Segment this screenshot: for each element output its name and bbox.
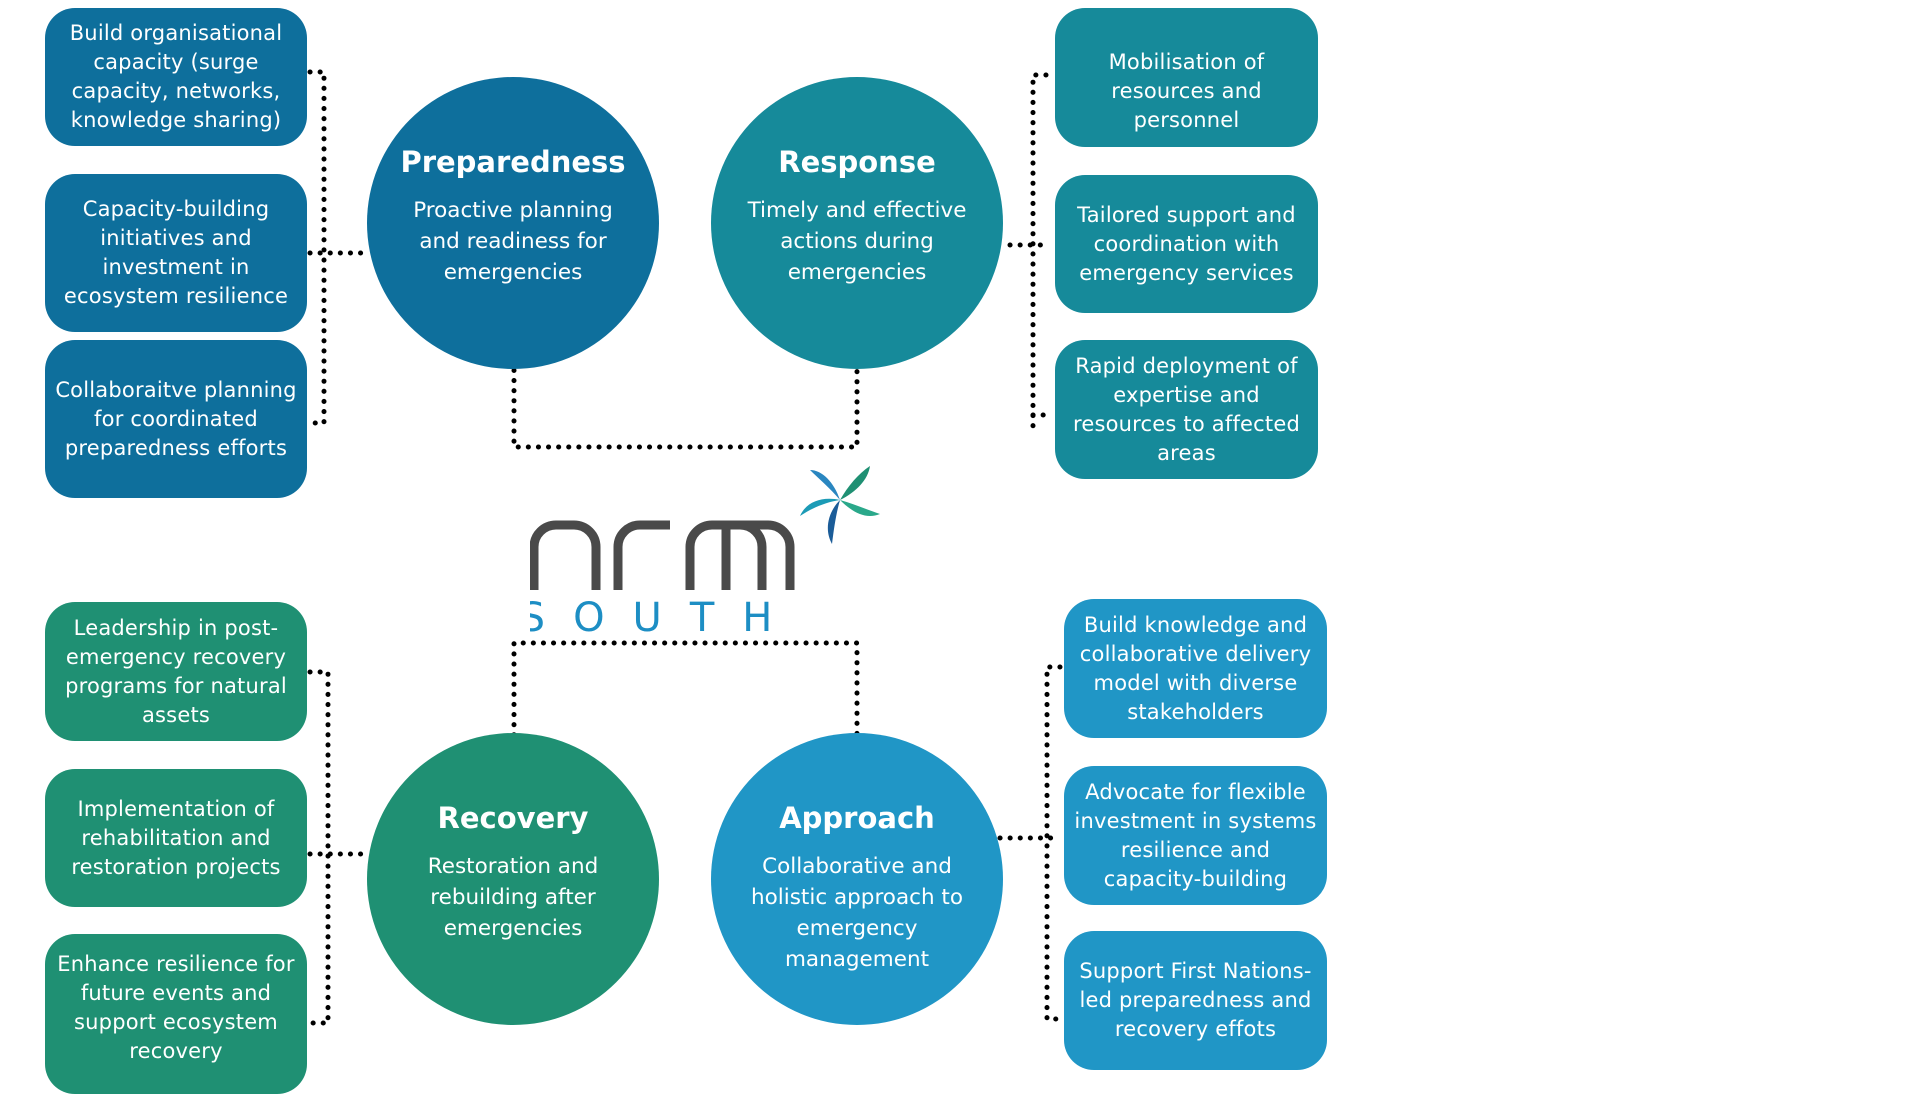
nrm-south-logo: SOUTH [520,455,890,641]
approach-bracket [1044,664,1063,1022]
recovery-description: Restoration and rebuilding after emergen… [427,854,599,941]
top-loop-connector [511,327,860,450]
flower-icon [800,466,880,544]
preparedness-title: Preparedness [400,145,626,179]
preparedness-item: Collaboraitve planning for coordinated p… [45,340,307,498]
recovery-item: Leadership in post-emergency recovery pr… [45,602,307,741]
response-circle: Response Timely and effective actions du… [711,77,1003,369]
preparedness-item: Capacity-building initiatives and invest… [45,174,307,332]
logo-south-text: SOUTH [530,595,800,635]
preparedness-item: Build organisational capacity (surge cap… [45,8,307,146]
bottom-loop-connector [511,640,860,758]
response-bracket [1030,72,1049,430]
response-description: Timely and effective actions during emer… [747,198,967,285]
recovery-bracket [307,669,331,1026]
preparedness-description: Proactive planning and readiness for eme… [413,198,613,285]
response-item: Rapid deployment of expertise and resour… [1055,340,1318,479]
approach-item: Support First Nations-led preparedness a… [1064,931,1327,1070]
approach-item: Advocate for flexible investment in syst… [1064,766,1327,905]
approach-title: Approach [779,801,935,835]
recovery-item: Enhance resilience for future events and… [45,934,307,1094]
response-item: Tailored support and coordination with e… [1055,175,1318,313]
recovery-item: Implementation of rehabilitation and res… [45,769,307,907]
recovery-title: Recovery [437,801,589,835]
response-item: Mobilisation of resources and personnel [1055,8,1318,147]
approach-item: Build knowledge and collaborative delive… [1064,599,1327,738]
response-title: Response [778,145,936,179]
approach-description: Collaborative and holistic approach to e… [750,854,964,972]
preparedness-circle: Preparedness Proactive planning and read… [367,77,659,369]
approach-circle: Approach Collaborative and holistic appr… [711,733,1003,1025]
preparedness-bracket [307,69,327,426]
recovery-circle: Recovery Restoration and rebuilding afte… [367,733,659,1025]
